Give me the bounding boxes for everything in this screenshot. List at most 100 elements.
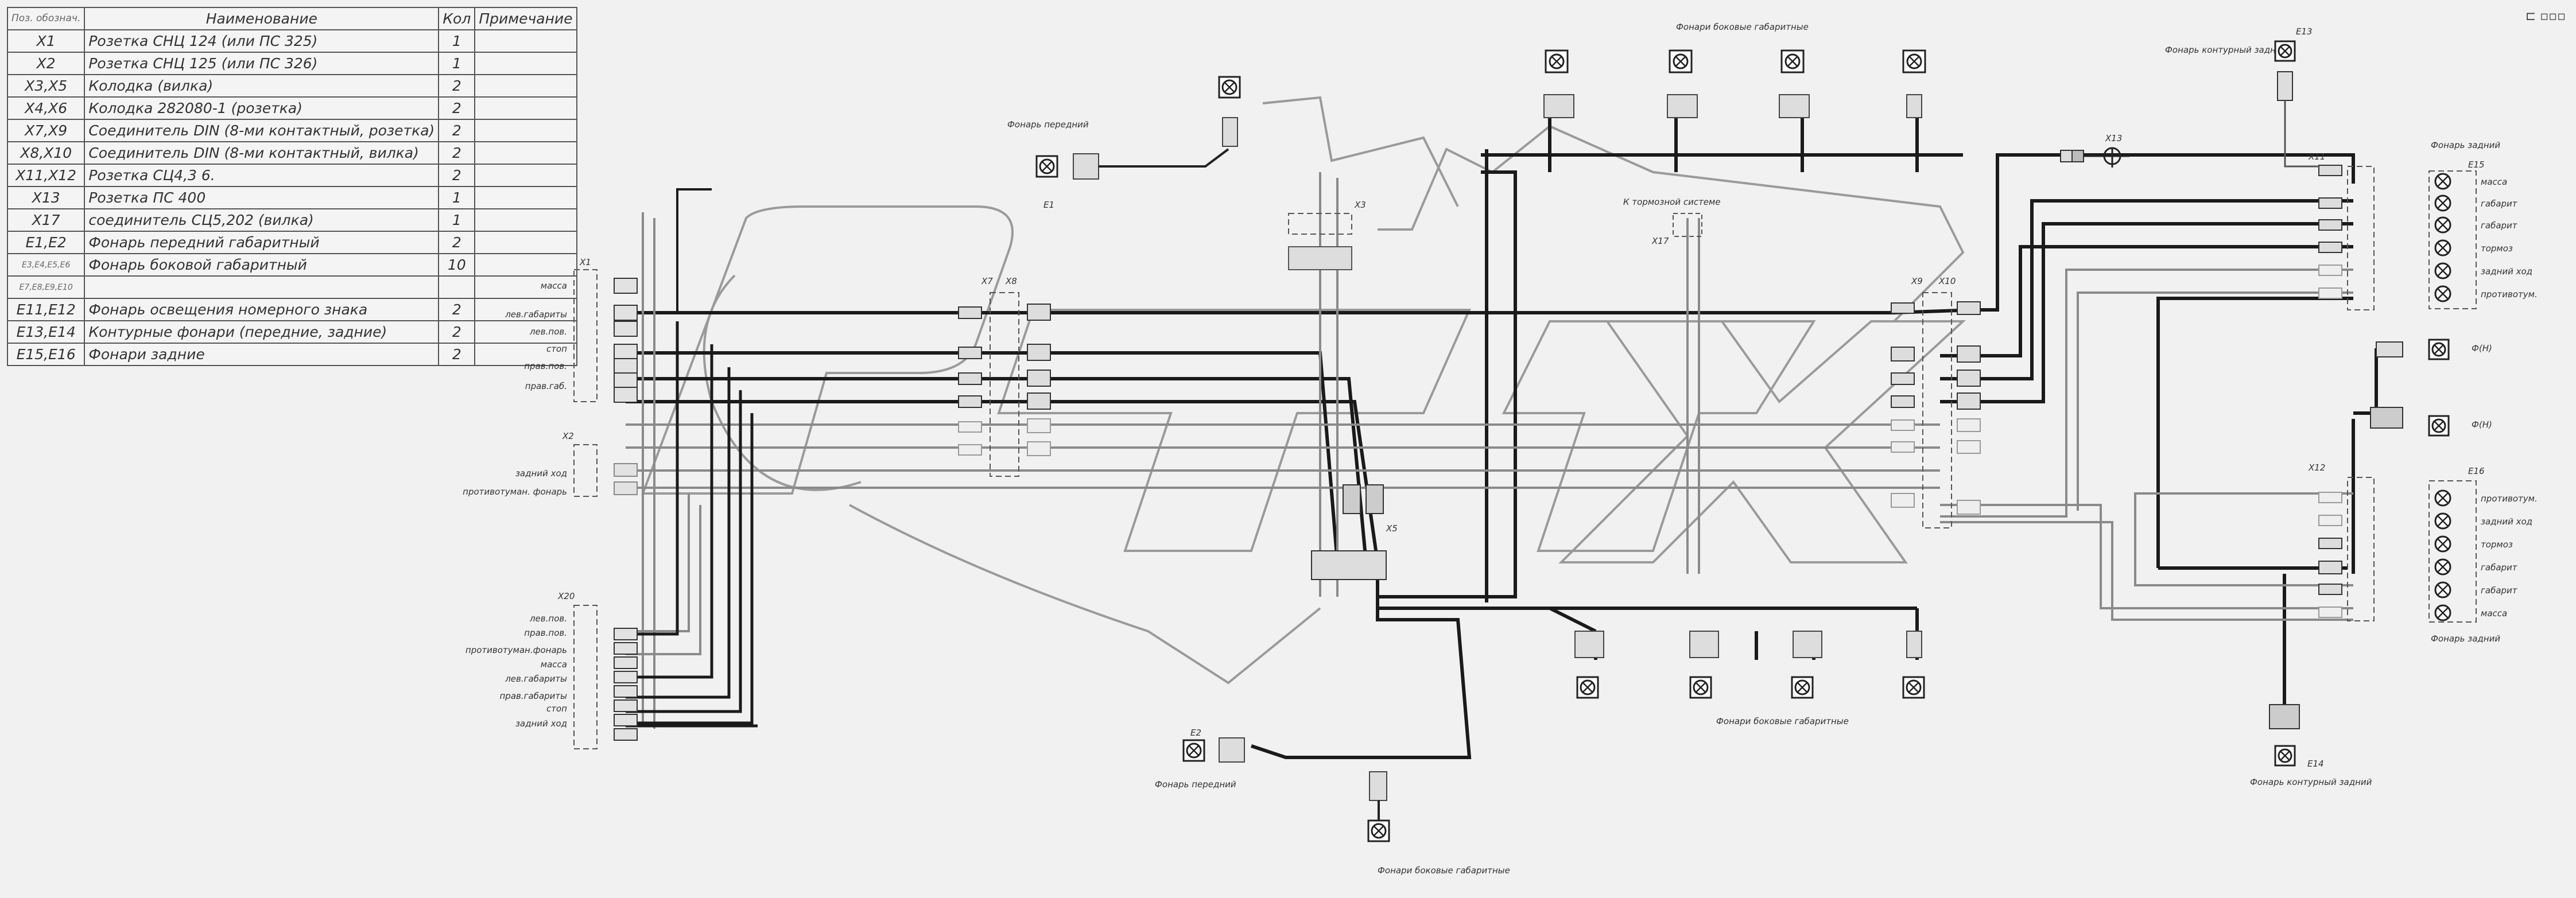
cell-name: Розетка ПС 400 — [84, 186, 440, 209]
lamp-symbol — [2434, 604, 2451, 621]
side-lamps-mid: Фонари боковые габаритные — [1574, 631, 1925, 726]
pin-label: тормоз — [2481, 243, 2513, 254]
brake-system-caption: К тормозной системе — [1623, 197, 1721, 207]
cell-qty: 2 — [438, 343, 476, 366]
x20-pin-labels: лев.пов. прав.пов. противотуман.фонарь масс… — [465, 613, 567, 729]
cell-note — [474, 275, 577, 299]
pin-label: прав.габ. — [525, 381, 567, 391]
e13-label: E13 — [2296, 26, 2313, 37]
cell-note — [474, 74, 577, 98]
pin-label: противотуман.фонарь — [465, 645, 567, 655]
pin-label: тормоз — [2481, 539, 2513, 550]
rear-lamp-top-caption: Фонарь задний — [2431, 140, 2500, 150]
corner-mark: ⊏ ▫▫▫ — [2525, 9, 2566, 24]
cell-pos: X1 — [6, 29, 86, 53]
cell-note — [474, 253, 577, 277]
x9-label: X9 — [1911, 276, 1923, 286]
lamp-symbol — [2434, 195, 2451, 212]
pin-label: противотум. — [2481, 289, 2538, 300]
side-lamps-bottom-caption: Фонари боковые габаритные — [1378, 865, 1510, 876]
cell-name: Колодка 282080-1 (розетка) — [84, 96, 440, 120]
cell-note — [474, 29, 577, 53]
cell-pos: E7,E8,E9,E10 — [6, 275, 86, 299]
side-lamp-bottom: Фонари боковые габаритные — [1367, 771, 1510, 876]
e14-label: E14 — [2307, 759, 2324, 769]
lamp-symbol — [2434, 512, 2451, 530]
lamp-symbol — [1791, 676, 1814, 699]
lamp-symbol — [2434, 489, 2451, 507]
x13-label: X13 — [2105, 133, 2122, 143]
cell-note — [474, 164, 577, 187]
e16-pin-labels: противотум.задний ходтормозгабаритгабари… — [2481, 493, 2538, 619]
pin-label: прав.пов. — [524, 628, 567, 638]
lamp-symbol — [1182, 739, 1205, 762]
pin-label: габарит — [2481, 562, 2518, 573]
lamp-symbol — [1576, 676, 1599, 699]
cell-note — [474, 343, 577, 366]
e1-label: E1 — [1043, 200, 1054, 210]
rear-lamp-bottom-caption: Фонарь задний — [2431, 633, 2500, 644]
connector-x7-x8: X7 X8 — [958, 276, 1051, 477]
cell-name: Фонари задние — [84, 343, 440, 366]
lamp-symbol — [2274, 745, 2296, 767]
brake-system: К тормозной системе X17 — [1623, 197, 1721, 246]
lamp-symbol — [2434, 558, 2451, 576]
connector-x5: X5 — [1311, 484, 1398, 580]
pin-label: лев.пов. — [529, 326, 567, 337]
watermark — [641, 96, 1966, 685]
cell-note — [474, 298, 577, 321]
cell-name: Колодка (вилка) — [84, 74, 440, 98]
cell-qty: 2 — [438, 74, 476, 98]
header-pos: Поз. обознач. — [6, 7, 86, 30]
contour-front-caption: Фонарь контурный задний — [2165, 45, 2287, 55]
x5-label: X5 — [1386, 523, 1398, 534]
header-qty: Кол — [438, 7, 476, 30]
cell-name: Розетка СЦ4,3 6. — [84, 164, 440, 187]
harness-secondary — [626, 172, 2353, 729]
connector-x2: X2 — [562, 431, 638, 497]
parts-table: Поз. обознач. Наименование Кол Примечани… — [6, 7, 577, 366]
side-lamps-top: Фонари боковые габаритные — [1543, 22, 1926, 118]
lamp-symbol — [1035, 155, 1058, 178]
cell-name — [84, 275, 440, 299]
cell-name: Контурные фонари (передние, задние) — [84, 320, 440, 344]
cell-name: Фонарь освещения номерного знака — [84, 298, 440, 321]
cell-note — [474, 186, 577, 209]
e2-label: E2 — [1190, 728, 1201, 738]
plate-lamp-2-label: Ф(Н) — [2472, 419, 2492, 430]
x3-label: X3 — [1354, 200, 1366, 210]
lamp-symbol — [2434, 239, 2451, 256]
lamp-symbol — [1902, 49, 1926, 73]
header-note: Примечание — [474, 7, 577, 30]
cell-note — [474, 52, 577, 75]
pin-label: противотум. — [2481, 493, 2538, 504]
pin-label: масса — [2481, 177, 2507, 187]
lamp-symbol — [1669, 49, 1693, 73]
connector-x13: X13 — [2060, 133, 2129, 168]
cell-name: соединитель СЦ5,202 (вилка) — [84, 208, 440, 232]
pin-label: задний ход — [515, 468, 567, 479]
pin-label: масса — [541, 659, 567, 670]
cell-pos: E15,E16 — [6, 343, 86, 366]
lamp-symbol — [2434, 285, 2451, 302]
pin-label: задний ход — [2481, 266, 2532, 277]
pin-label: лев.габариты — [505, 674, 567, 684]
lamp-symbol — [2428, 339, 2450, 360]
pin-label: стоп — [546, 703, 567, 714]
lamp-symbol — [1218, 76, 1241, 99]
cell-note — [474, 320, 577, 344]
cell-qty: 1 — [438, 186, 476, 209]
cell-pos: X11,X12 — [6, 164, 86, 187]
pin-label: лев.пов. — [529, 613, 567, 624]
x2-label: X2 — [562, 431, 574, 441]
x17-label: X17 — [1651, 236, 1669, 246]
lamp-symbol — [2434, 262, 2451, 279]
x12-label: X12 — [2308, 462, 2325, 473]
